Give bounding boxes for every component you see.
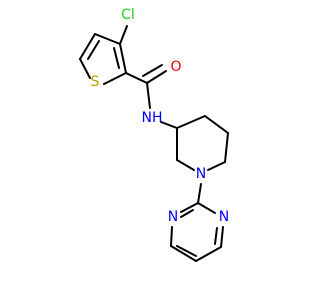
bond-c3-cl xyxy=(119,25,128,45)
bond-ccarbonyl-n xyxy=(146,82,151,109)
atom-nh: NH xyxy=(142,110,163,126)
bond-c4-c5-outer xyxy=(79,33,96,60)
bond-pip-c4-c5 xyxy=(204,115,229,134)
molecule-structure: Cl S O NH N N N xyxy=(79,7,230,262)
bond-pyr-n1-c6 xyxy=(170,226,173,247)
bond-c4-c5-inner xyxy=(87,40,100,60)
atom-n-pyrimidine-right: N xyxy=(219,209,229,225)
atom-o: O xyxy=(170,59,181,75)
bond-pyr-c2-n1-inner xyxy=(180,209,194,218)
bond-s-c2 xyxy=(103,72,127,85)
bond-pyr-c2-n1 xyxy=(180,202,199,213)
bond-pip-c6-n xyxy=(207,161,226,171)
bond-pyr-c5-c4 xyxy=(195,246,222,262)
bond-pyr-c4-n3-inner xyxy=(214,227,218,245)
bond-c2-c3-outer xyxy=(119,43,127,74)
bond-pyr-c2-n3 xyxy=(197,202,216,214)
bond-n-pyr xyxy=(197,183,202,204)
bond-pyr-c6-c5-inner xyxy=(176,245,197,257)
bond-c3-c4 xyxy=(94,33,121,45)
bond-c-o-a xyxy=(146,70,167,84)
bond-c2-ccarbonyl xyxy=(125,72,148,84)
bond-pyr-c6-c5 xyxy=(170,245,197,262)
atom-n-piperidine: N xyxy=(196,166,206,182)
bond-pip-n-c2 xyxy=(176,159,195,171)
bond-c5-s xyxy=(79,58,91,79)
bond-pyr-c4-n3 xyxy=(220,226,224,248)
bond-layer xyxy=(79,25,229,262)
bond-c-o-b xyxy=(142,64,163,77)
bond-pip-c3-c4 xyxy=(176,115,206,129)
bond-pip-c5-c6 xyxy=(224,132,229,163)
atom-s: S xyxy=(91,74,100,90)
bond-nh-c3pip xyxy=(160,121,178,129)
bond-c2-c3-inner xyxy=(113,47,120,69)
atom-label-layer: Cl S O NH N N N xyxy=(91,7,230,225)
atom-n-pyrimidine-left: N xyxy=(168,209,178,225)
atom-cl: Cl xyxy=(121,7,135,23)
